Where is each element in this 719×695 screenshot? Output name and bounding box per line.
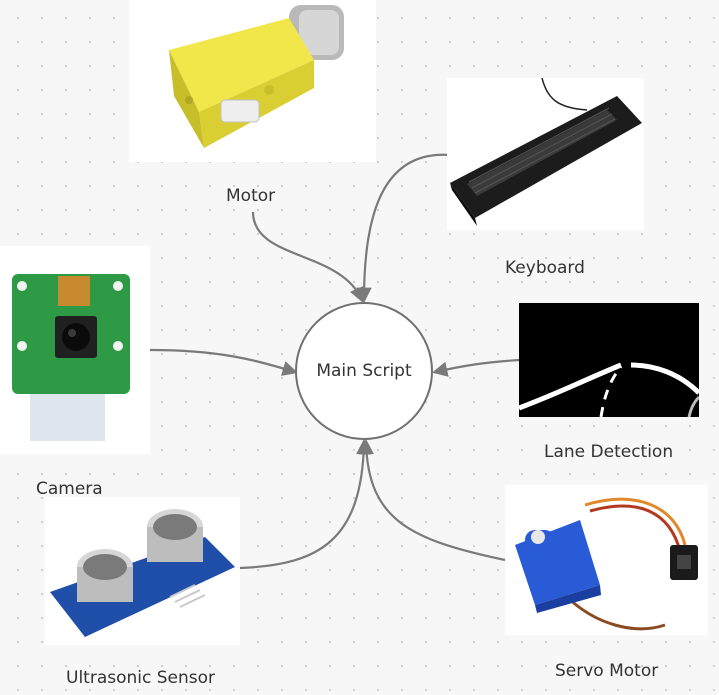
motor-label: Motor — [226, 186, 276, 206]
servo-motor-illustration — [515, 497, 698, 631]
lane-detection-illustration — [519, 303, 699, 417]
camera-label: Camera — [36, 479, 103, 499]
keyboard-label: Keyboard — [505, 258, 585, 278]
main-script-node[interactable]: Main Script — [295, 302, 433, 440]
ultrasonic-sensor-label: Ultrasonic Sensor — [66, 668, 216, 688]
connector-motor — [251, 211, 365, 303]
connector-keyboard — [356, 153, 451, 304]
connector-lane — [431, 358, 521, 377]
keyboard-image[interactable] — [447, 78, 644, 230]
ultrasonic-sensor-illustration — [50, 509, 235, 637]
lane-detection-label: Lane Detection — [544, 442, 674, 462]
camera-image[interactable] — [0, 246, 150, 454]
lane-detection-image[interactable] — [519, 303, 699, 417]
servo-motor-image[interactable] — [505, 485, 708, 635]
connector-camera — [149, 348, 298, 376]
motor-image[interactable] — [129, 0, 376, 162]
main-script-label: Main Script — [316, 361, 412, 381]
servo-motor-label: Servo Motor — [555, 661, 659, 681]
camera-illustration — [12, 274, 130, 441]
motor-illustration — [169, 5, 344, 148]
ultrasonic-sensor-image[interactable] — [45, 497, 240, 645]
connector-servo — [358, 438, 506, 562]
keyboard-illustration — [450, 78, 642, 226]
connector-ultrasonic — [239, 438, 372, 570]
